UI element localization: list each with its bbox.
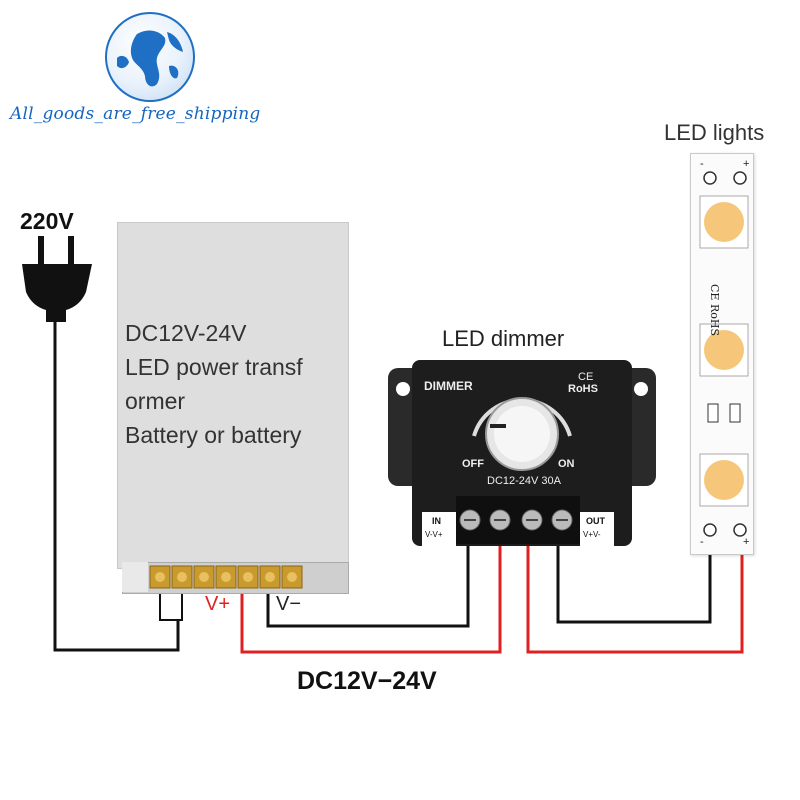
dimmer-rohs-mark: RoHS bbox=[568, 383, 598, 395]
psu-line: Battery or battery bbox=[125, 422, 302, 448]
psu-negative-wire bbox=[266, 540, 470, 628]
mains-wire bbox=[53, 322, 180, 652]
led-chip bbox=[699, 453, 749, 507]
strip-negative-wire bbox=[556, 540, 712, 624]
globe-icon bbox=[117, 30, 183, 87]
strip-plus-bottom: + bbox=[743, 536, 750, 548]
globe-logo bbox=[105, 12, 195, 102]
dimmer-badge: DIMMER bbox=[424, 379, 473, 393]
psu-positive-wire bbox=[240, 540, 502, 654]
dimmer-in-label: IN bbox=[432, 516, 441, 526]
dimmer-on-label: ON bbox=[558, 458, 575, 470]
led-chip bbox=[699, 195, 749, 249]
dimmer-out-terminals: V+V- bbox=[583, 530, 601, 539]
dimmer-title: LED dimmer bbox=[442, 326, 565, 351]
dimmer-ce-mark: CE bbox=[578, 371, 594, 383]
dimmer-in-terminals: V-V+ bbox=[425, 530, 443, 539]
power-supply-description: DC12V-24V LED power transf ormer Battery… bbox=[125, 316, 303, 452]
mains-voltage-label: 220V bbox=[20, 208, 74, 234]
psu-negative-label: V− bbox=[276, 593, 302, 615]
strip-plus-top: + bbox=[743, 158, 750, 170]
power-supply-unit bbox=[117, 222, 349, 569]
brand-tagline: All_goods_are_free_shipping bbox=[10, 104, 261, 124]
strip-cert-mark: CE RoHS bbox=[708, 284, 721, 336]
psu-line: LED power transf bbox=[125, 354, 303, 380]
strip-minus-bottom: - bbox=[700, 536, 704, 548]
strip-positive-wire bbox=[526, 540, 744, 654]
led-strip-title: LED lights bbox=[664, 120, 765, 145]
led-chip bbox=[699, 323, 749, 377]
dimmer-out-label: OUT bbox=[586, 516, 605, 526]
dimmer-rating: DC12-24V 30A bbox=[487, 475, 561, 487]
output-voltage-label: DC12V−24V bbox=[297, 667, 437, 695]
strip-minus-top: - bbox=[700, 158, 704, 170]
psu-positive-label: V+ bbox=[205, 593, 231, 615]
psu-line: ormer bbox=[125, 388, 186, 414]
psu-line: DC12V-24V bbox=[125, 320, 247, 346]
dimmer-off-label: OFF bbox=[462, 458, 484, 470]
